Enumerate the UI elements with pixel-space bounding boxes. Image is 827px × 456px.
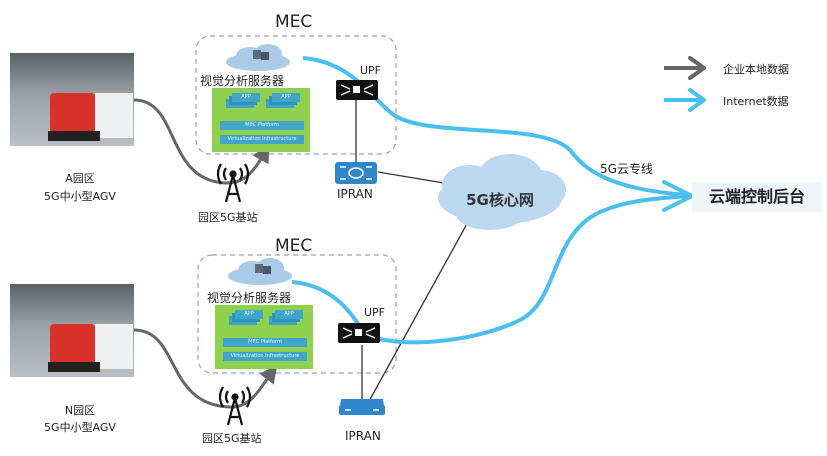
agv-type-label-a: 5G中小型AGV [44, 190, 116, 203]
ipran-device-icon-n [339, 399, 385, 415]
agv-photo-n [10, 284, 134, 377]
ipran-label-n: IPRAN [345, 429, 381, 443]
mec-title-n: MEC [275, 236, 313, 256]
app-module: APP [235, 310, 263, 319]
agv-cargo [95, 324, 133, 369]
app-module: APP [232, 93, 260, 102]
app-module: APP [272, 93, 300, 102]
ipran-core-link-a [377, 171, 451, 185]
server-label-a: 视觉分析服务器 [200, 74, 285, 88]
agv-photo-a [10, 53, 134, 146]
local-data-path-a [133, 98, 270, 185]
core-network-label: 5G核心网 [466, 191, 534, 209]
mec-platform-bar: MEC Platform [220, 121, 304, 130]
virtualization-bar: Virtualization Infrastructure [223, 352, 307, 361]
agv-type-label-n: 5G中小型AGV [44, 421, 116, 434]
base-station-label-n: 园区5G基站 [202, 432, 262, 445]
mec-boundary-n [197, 254, 397, 374]
legend-local-arrow-icon [664, 56, 706, 80]
mec-stack-n: APP APP MEC Platform Virtualization Infr… [215, 305, 313, 369]
agv-base [48, 131, 100, 141]
core-network-cloud-icon [438, 154, 566, 230]
server-cloud-icon-n [228, 258, 292, 285]
upf-label-n: UPF [364, 306, 386, 319]
ipran-label-a: IPRAN [337, 187, 373, 201]
base-station-icon-n [218, 386, 252, 426]
internet-data-path-n [291, 194, 691, 345]
agv-base [48, 362, 100, 372]
upf-label-a: UPF [360, 64, 382, 77]
ipran-device-icon-a [335, 162, 377, 184]
legend-local-label: 企业本地数据 [723, 63, 789, 76]
base-station-label-a: 园区5G基站 [198, 211, 258, 224]
local-data-path-n [133, 328, 278, 409]
upf-device-icon-n [338, 323, 380, 343]
mec-boundary-a [195, 35, 397, 155]
ipran-core-link-n [367, 221, 469, 404]
agv-park-label-n: N园区 [64, 404, 96, 417]
mec-title-a: MEC [275, 12, 313, 32]
mec-stack-a: APP APP MEC Platform Virtualization Infr… [212, 88, 310, 152]
agv-cargo [95, 93, 133, 138]
app-module: APP [275, 310, 303, 319]
legend-internet-label: Internet数据 [723, 95, 789, 108]
server-label-n: 视觉分析服务器 [207, 291, 292, 305]
agv-body [50, 324, 95, 364]
virtualization-bar: Virtualization Infrastructure [220, 135, 304, 144]
base-station-icon-a [216, 163, 250, 203]
cloud-control-backend: 云端控制后台 [692, 182, 822, 212]
cloud-line-label: 5G云专线 [600, 162, 653, 176]
mec-platform-bar: MEC Platform [223, 338, 307, 347]
agv-park-label-a: A园区 [65, 172, 95, 185]
agv-body [50, 93, 95, 133]
upf-device-icon-a [336, 80, 378, 100]
server-cloud-icon-a [226, 44, 290, 71]
legend-internet-arrow-icon [664, 88, 706, 112]
